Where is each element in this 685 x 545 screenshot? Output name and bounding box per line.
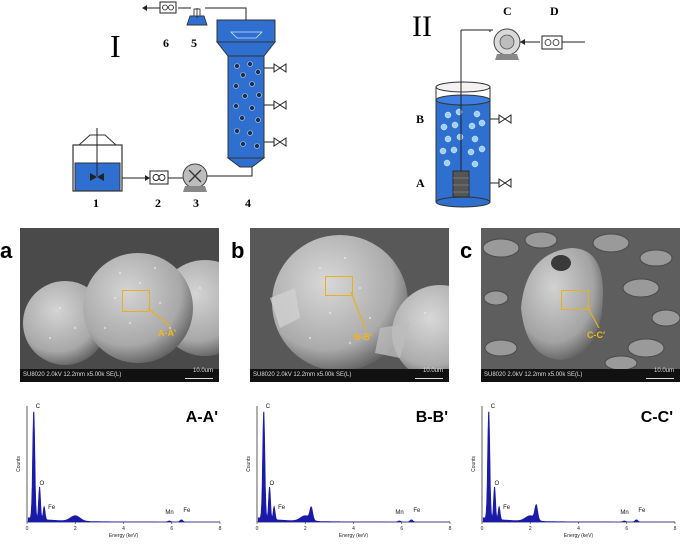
spectrum-trace [257, 411, 450, 523]
peak-label-fe: Fe [638, 508, 646, 514]
panel-letter-c: c [460, 238, 473, 263]
spectrum-trace [27, 411, 220, 523]
x-axis-label: Energy (keV) [109, 533, 139, 539]
spectrum-trace [482, 411, 675, 523]
roi-label-a: A-A' [158, 328, 177, 338]
x-tick-label: 6 [170, 526, 173, 532]
peak-label-fe: Fe [48, 505, 56, 511]
sem-info-bar-b: SU8020 2.0kV 12.2mm x5.00k SE(L) 10.0um [250, 368, 449, 382]
y-axis-label: Counts [16, 456, 22, 472]
label-5: 5 [191, 36, 197, 50]
sem-image-a: A-A' SU8020 2.0kV 12.2mm x5.00k SE(L) 10… [20, 228, 219, 382]
x-axis-label: Energy (keV) [564, 533, 594, 539]
x-tick-label: 0 [26, 526, 29, 532]
x-tick-label: 4 [352, 526, 355, 532]
scale-bar-a [185, 378, 213, 379]
x-tick-label: 2 [529, 526, 532, 532]
schematic-II-roman: II [412, 10, 432, 43]
y-axis-label: Counts [471, 456, 477, 472]
x-tick-label: 4 [122, 526, 125, 532]
x-tick-label: 8 [219, 526, 222, 532]
eds-title-b: B-B' [416, 409, 448, 426]
peak-label-c: C [266, 404, 271, 410]
schematic-I-roman: I [110, 28, 121, 64]
peak-label-fe: Fe [413, 508, 421, 514]
panel-letter-b: b [231, 238, 245, 263]
schematic-II: II A B C D [395, 0, 685, 215]
peak-label-o: O [495, 481, 500, 487]
x-tick-label: 8 [674, 526, 677, 532]
x-tick-label: 0 [481, 526, 484, 532]
label-B: B [416, 112, 425, 126]
scale-label-b: 10.0um [422, 368, 443, 374]
sem-particles-b [250, 228, 449, 382]
sem-image-b: B-B' SU8020 2.0kV 12.2mm x5.00k SE(L) 10… [250, 228, 449, 382]
schematic-I-drawing [72, 1, 287, 192]
x-axis-label: Energy (keV) [339, 533, 369, 539]
x-tick-label: 6 [625, 526, 628, 532]
label-2: 2 [155, 196, 161, 210]
peak-label-o: O [40, 481, 45, 487]
panel-letter-a: a [0, 238, 13, 263]
schematic-II-drawing [435, 28, 585, 208]
peak-label-o: O [270, 481, 275, 487]
roi-leader-c [586, 305, 600, 329]
roi-leader-a [147, 307, 171, 327]
scale-label-c: 10.0um [653, 368, 674, 374]
peak-label-fe: Fe [278, 505, 286, 511]
roi-box-a [122, 290, 150, 312]
schematic-I: I 1 2 3 4 5 6 [0, 0, 340, 215]
eds-title-c: C-C' [641, 409, 673, 426]
label-C: C [503, 4, 512, 18]
label-4: 4 [245, 196, 251, 210]
scale-bar-c [646, 378, 674, 379]
x-tick-label: 6 [400, 526, 403, 532]
peak-label-c: C [36, 404, 41, 410]
x-tick-label: 2 [74, 526, 77, 532]
sem-info-b: SU8020 2.0kV 12.2mm x5.00k SE(L) [253, 372, 352, 378]
label-D: D [550, 4, 559, 18]
sem-image-c: C-C' SU8020 2.0kV 12.2mm x5.00k SE(L) 10… [481, 228, 680, 382]
eds-title-a: A-A' [186, 409, 218, 426]
roi-leader-b [350, 291, 367, 331]
peak-label-fe: Fe [183, 508, 191, 514]
sem-info-bar-a: SU8020 2.0kV 12.2mm x5.00k SE(L) 10.0um [20, 368, 219, 382]
peak-label-mn: Mn [165, 510, 173, 516]
x-tick-label: 2 [304, 526, 307, 532]
roi-box-b [325, 276, 353, 296]
label-6: 6 [163, 36, 169, 50]
sem-info-c: SU8020 2.0kV 12.2mm x5.00k SE(L) [484, 372, 583, 378]
peak-label-mn: Mn [620, 510, 628, 516]
label-3: 3 [193, 196, 199, 210]
scale-bar-b [415, 378, 443, 379]
roi-box-c [561, 290, 589, 310]
x-tick-label: 8 [449, 526, 452, 532]
sem-particles-a [20, 228, 219, 382]
peak-label-mn: Mn [395, 510, 403, 516]
roi-label-c: C-C' [587, 330, 606, 340]
peak-label-c: C [491, 404, 496, 410]
label-A: A [416, 176, 425, 190]
scale-label-a: 10.0um [192, 368, 213, 374]
sem-particles-c [481, 228, 680, 382]
peak-label-fe: Fe [503, 505, 511, 511]
sem-info-a: SU8020 2.0kV 12.2mm x5.00k SE(L) [23, 372, 122, 378]
y-axis-label: Counts [246, 456, 252, 472]
sem-info-bar-c: SU8020 2.0kV 12.2mm x5.00k SE(L) 10.0um [481, 368, 680, 382]
x-tick-label: 4 [577, 526, 580, 532]
x-tick-label: 0 [256, 526, 259, 532]
roi-label-b: B-B' [354, 332, 373, 342]
label-1: 1 [93, 196, 99, 210]
